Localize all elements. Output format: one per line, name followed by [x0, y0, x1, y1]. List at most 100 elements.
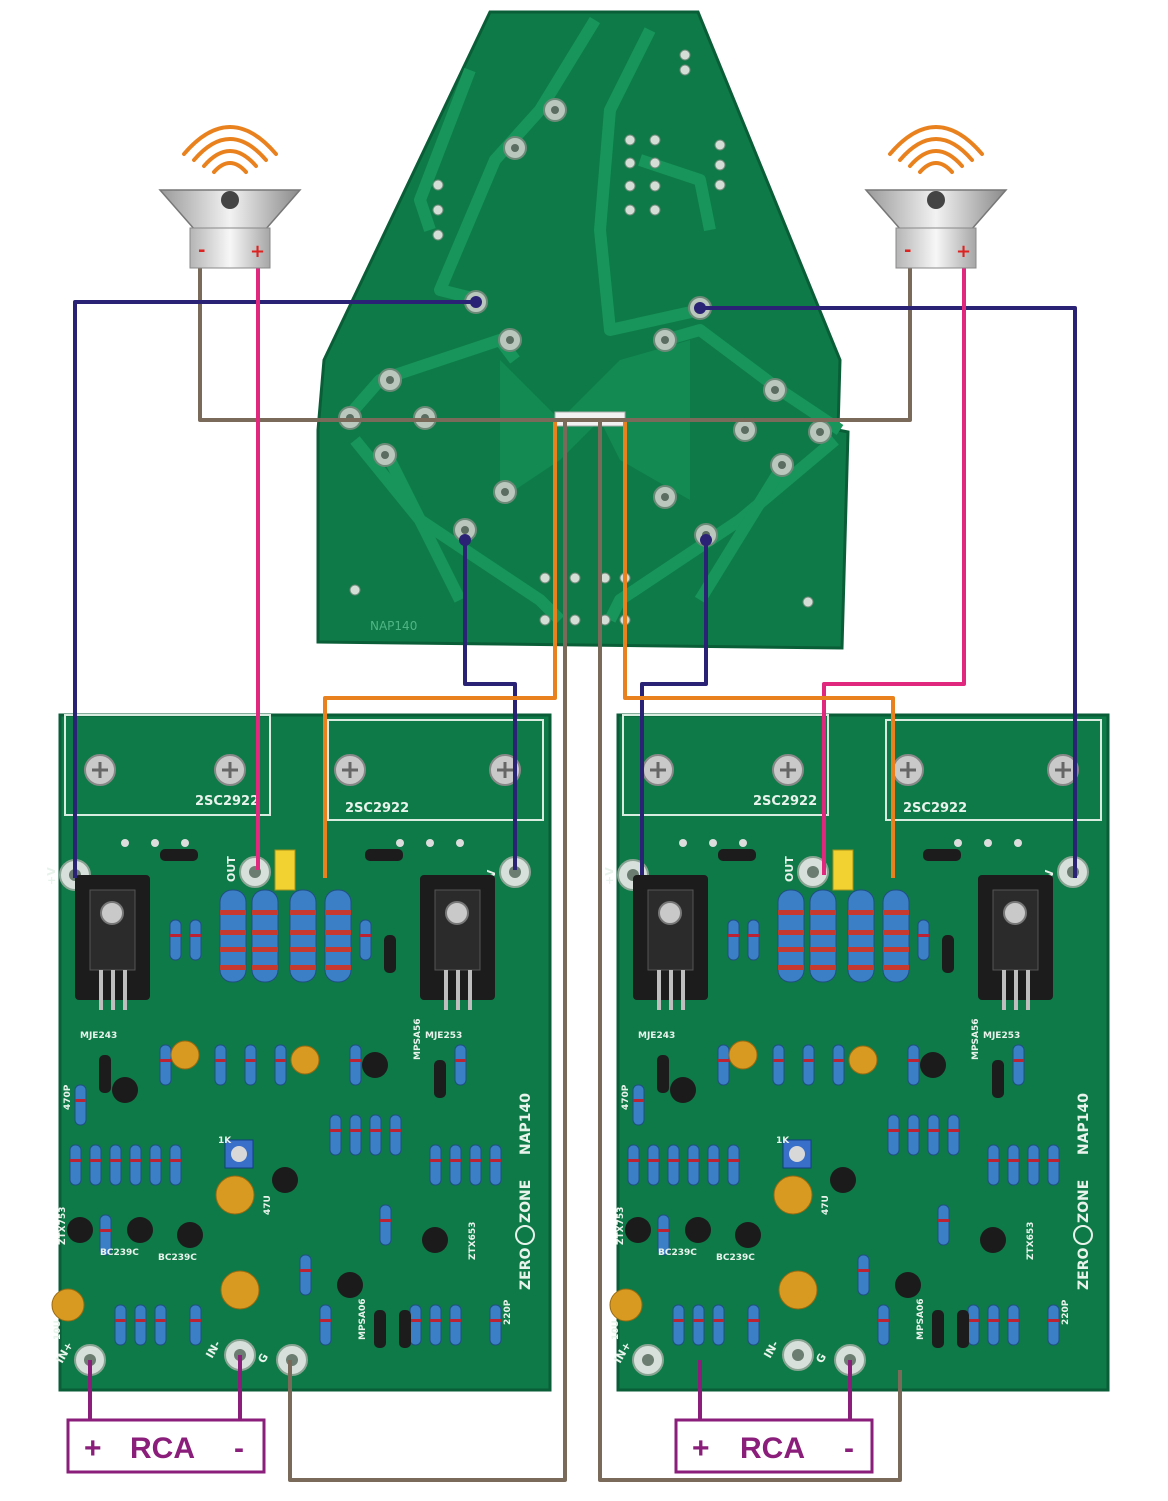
brand-label-suffix: ZONE — [1076, 1180, 1092, 1223]
small-transistor — [362, 1052, 388, 1078]
component-label: 10U — [611, 1320, 621, 1340]
component-label: BC239C — [716, 1253, 755, 1263]
resistor-band — [130, 1159, 141, 1162]
transistor-leg — [679, 839, 687, 847]
film-capacitor — [274, 849, 296, 891]
psu-small-pad — [714, 179, 726, 191]
resistor-band — [300, 1269, 311, 1272]
terminal-hole — [807, 866, 819, 878]
board-name-label: NAP140 — [1076, 1093, 1092, 1155]
small-resistor — [627, 1144, 640, 1186]
small-resistor — [687, 1144, 700, 1186]
rca-right-plus: + — [692, 1432, 710, 1465]
resistor-band — [155, 1319, 166, 1322]
psu-small-pad — [649, 157, 661, 169]
resistor-band — [290, 930, 316, 935]
psu-small-pad — [679, 64, 691, 76]
resistor-band — [1048, 1319, 1059, 1322]
resistor-band — [330, 1129, 341, 1132]
small-resistor — [274, 1044, 287, 1086]
rca-right-box — [674, 1418, 874, 1474]
component-label: 220P — [503, 1299, 513, 1325]
psu-small-pad — [624, 180, 636, 192]
component-label: 1K — [776, 1136, 790, 1146]
resistor-band — [252, 947, 278, 952]
psu-board-outline — [316, 10, 850, 650]
diode — [942, 935, 954, 973]
screw-slot — [342, 762, 358, 778]
tantalum-capacitor — [215, 1175, 255, 1215]
transistor-leg — [396, 839, 404, 847]
small-transistor — [422, 1227, 448, 1253]
small-resistor — [1027, 1144, 1040, 1186]
component-label: ZTX753 — [58, 1207, 68, 1245]
screw-icon — [489, 754, 521, 786]
resistor-band — [810, 930, 836, 935]
psu-small-pad — [679, 49, 691, 61]
small-resistor — [802, 1044, 815, 1086]
transistor-lead — [99, 970, 103, 1010]
small-resistor — [134, 1304, 147, 1346]
component-label: MPSA06 — [358, 1298, 368, 1340]
transistor-outline-left — [64, 714, 271, 816]
rca-right: + RCA - — [674, 1418, 874, 1474]
small-transistor — [980, 1227, 1006, 1253]
resistor-band — [1048, 1159, 1059, 1162]
small-resistor — [449, 1304, 462, 1346]
brand-logo-icon — [515, 1225, 535, 1245]
small-resistor — [329, 1114, 342, 1156]
transistor-lead — [657, 970, 661, 1010]
tantalum-capacitor — [220, 1270, 260, 1310]
diode — [434, 1060, 446, 1098]
driver-label: MJE243 — [638, 1031, 675, 1041]
driver-label: MJE253 — [983, 1031, 1020, 1041]
resistor-band — [833, 1059, 844, 1062]
rca-left-plus: + — [84, 1432, 102, 1465]
small-resistor — [369, 1114, 382, 1156]
transistor-screw — [100, 901, 124, 925]
component-label: 1K — [218, 1136, 232, 1146]
screw-slot — [1055, 762, 1071, 778]
speaker-right-minus: - — [904, 240, 911, 261]
small-transistor — [112, 1077, 138, 1103]
psu-small-pad — [649, 204, 661, 216]
rca-right-label: RCA — [740, 1432, 805, 1465]
screw-icon — [1047, 754, 1079, 786]
small-resistor — [429, 1304, 442, 1346]
resistor-band — [220, 965, 246, 970]
diode — [923, 849, 961, 861]
small-resistor — [657, 1214, 670, 1256]
resistor-band — [450, 1159, 461, 1162]
small-resistor — [1007, 1304, 1020, 1346]
small-resistor — [727, 1144, 740, 1186]
resistor-band — [848, 965, 874, 970]
resistor-band — [688, 1159, 699, 1162]
transistor-label-right: 2SC2922 — [345, 801, 409, 816]
resistor-band — [220, 947, 246, 952]
component-label: BC239C — [100, 1248, 139, 1258]
terminal-label: +V — [603, 867, 616, 885]
component-label: 220P — [1061, 1299, 1071, 1325]
transistor-lead — [1002, 970, 1006, 1010]
transistor-screw — [658, 901, 682, 925]
resistor-band — [220, 910, 246, 915]
resistor-band — [1013, 1059, 1024, 1062]
small-resistor — [359, 919, 372, 961]
wires — [73, 258, 1077, 1482]
resistor-band — [90, 1159, 101, 1162]
small-resistor — [129, 1144, 142, 1186]
resistor-band — [252, 930, 278, 935]
brand-label-prefix: ZERO — [518, 1248, 534, 1290]
resistor-band — [290, 965, 316, 970]
resistor-band — [135, 1319, 146, 1322]
psu-small-pad — [649, 134, 661, 146]
diode — [99, 1055, 111, 1093]
transistor-label-left: 2SC2922 — [753, 794, 817, 809]
small-resistor — [672, 1304, 685, 1346]
small-resistor — [747, 1304, 760, 1346]
transistor-label-left: 2SC2922 — [195, 794, 259, 809]
terminal-hole — [509, 866, 521, 878]
resistor-band — [883, 930, 909, 935]
